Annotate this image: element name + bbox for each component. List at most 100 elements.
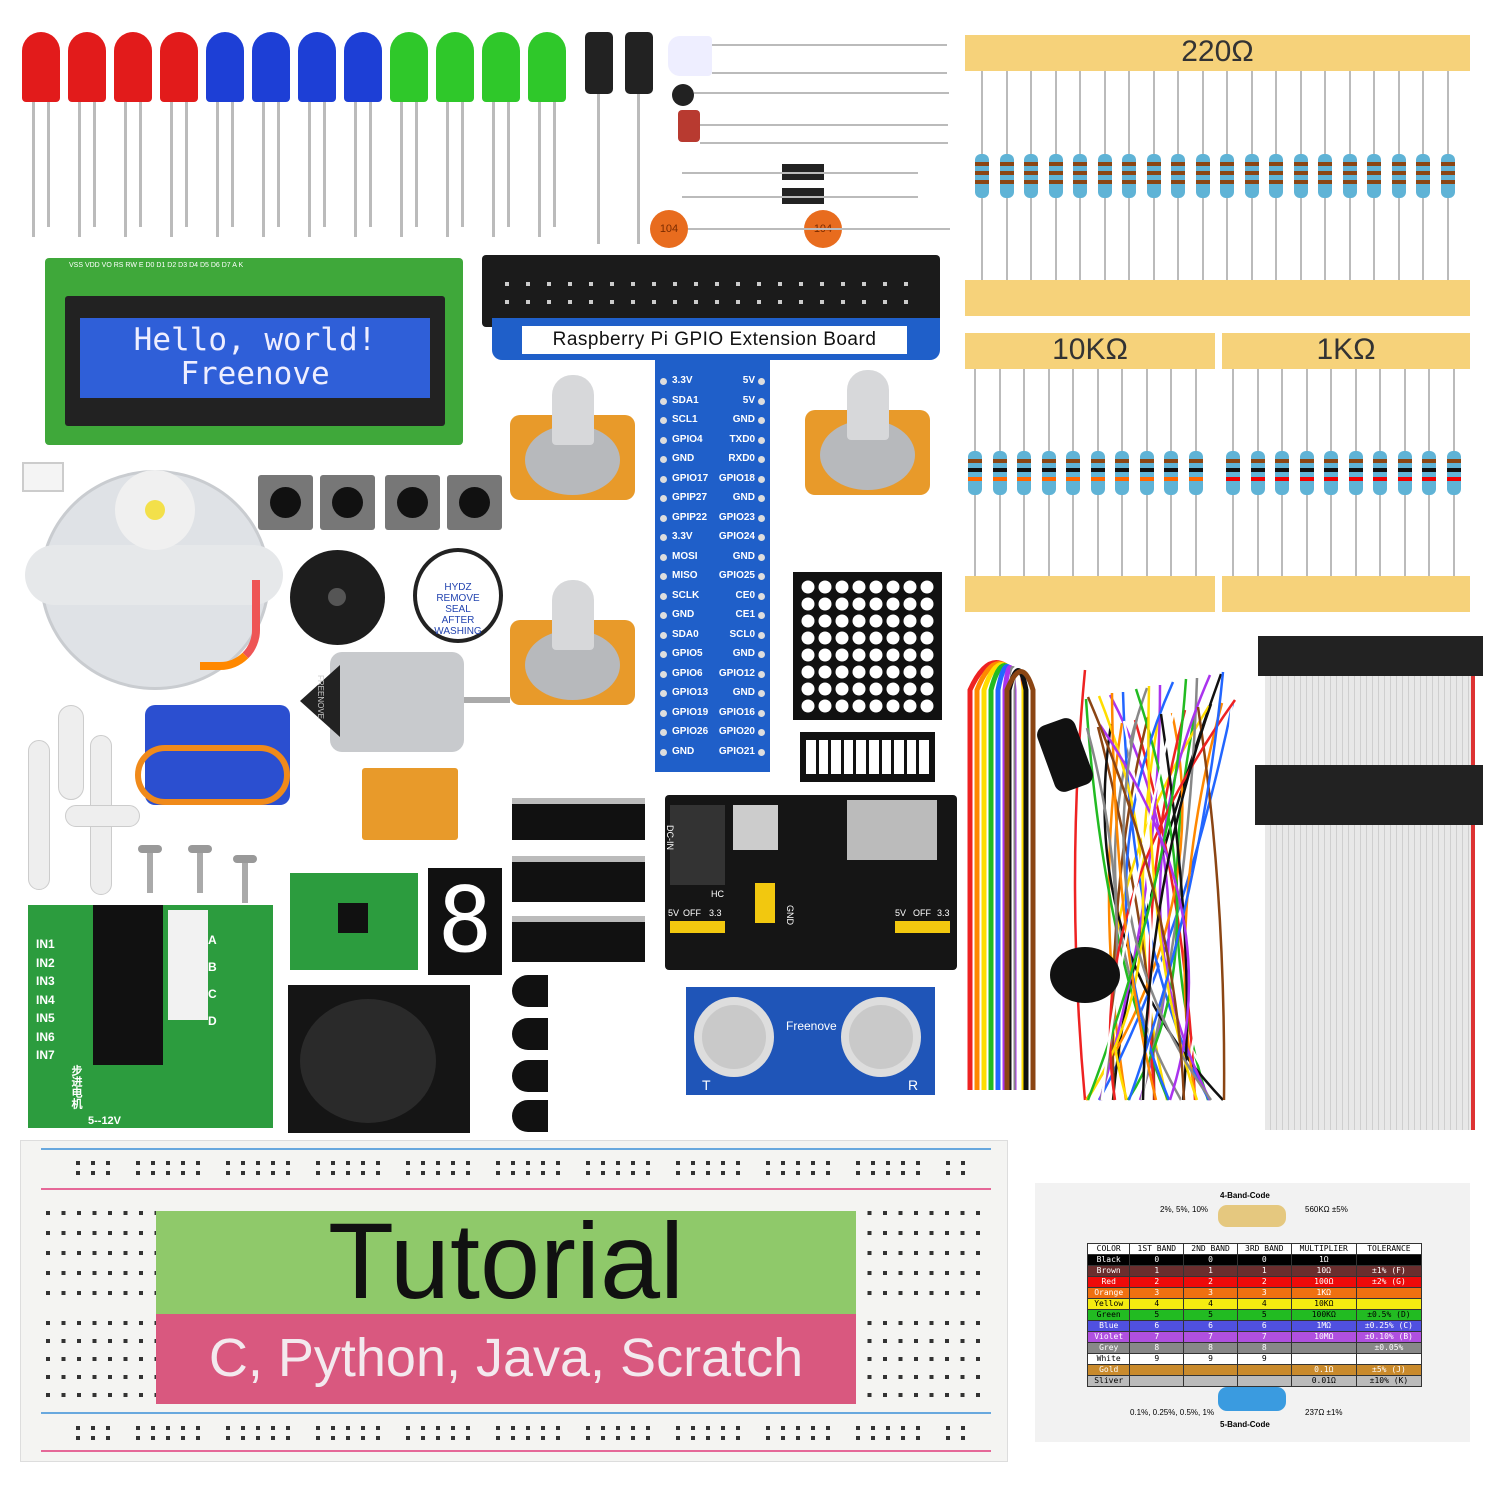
matrix-dot	[869, 597, 883, 611]
gpio-pin-label-left: GPIO4	[672, 433, 703, 445]
matrix-dot	[869, 580, 883, 594]
dc-motor	[330, 652, 464, 752]
pin-hole	[660, 378, 667, 385]
driver-input-label: IN5	[36, 1011, 55, 1025]
ultrasonic-sensor: Freenove T R	[686, 987, 935, 1095]
pin-hole	[660, 690, 667, 697]
ceramic-capacitor: 104	[650, 210, 688, 248]
transistor	[512, 1100, 548, 1132]
led	[482, 32, 520, 102]
pin-hole	[758, 495, 765, 502]
matrix-dot	[801, 648, 815, 662]
gpio-pin-label-left: GPIO5	[672, 648, 703, 659]
resistor	[1090, 450, 1105, 495]
lcd1602-module: VSS VDD VO RS RW E D0 D1 D2 D3 D4 D5 D6 …	[45, 258, 463, 445]
gpio-pin-label-left: MOSI	[672, 550, 698, 562]
active-buzzer: HYDZ REMOVE SEAL AFTER WASHING	[413, 548, 503, 643]
pin-hole	[758, 534, 765, 541]
pin-hole	[660, 534, 667, 541]
matrix-dot	[920, 580, 934, 594]
matrix-dot	[801, 614, 815, 628]
resistor	[968, 450, 982, 495]
pin-hole	[758, 690, 765, 697]
matrix-dot	[920, 665, 934, 679]
matrix-dot	[886, 580, 900, 594]
resistor	[1244, 153, 1259, 198]
pin-hole	[758, 670, 765, 678]
matrix-dot	[835, 614, 849, 628]
gpio-board-title: Raspberry Pi GPIO Extension Board	[522, 326, 907, 354]
led	[344, 32, 382, 102]
matrix-dot	[801, 631, 815, 645]
led	[298, 32, 336, 102]
breadboard-power-module: 5V OFF 3.3 5V OFF 3.3 DC-IN HC GND	[665, 795, 957, 970]
driver-led-label: A	[208, 933, 217, 947]
gpio-pin-label-right: CE0	[735, 589, 755, 601]
gpio-pin-label-right: RXD0	[728, 453, 755, 464]
gpio-pin-label-right: TXD0	[729, 433, 755, 445]
matrix-dot	[818, 648, 832, 662]
pin-hole	[660, 436, 667, 444]
pin-hole	[758, 378, 765, 385]
resistor	[1275, 450, 1289, 495]
resistor	[992, 450, 1007, 495]
gpio-pin-label-left: SDA0	[672, 628, 699, 640]
matrix-dot	[903, 648, 917, 662]
matrix-dot	[852, 699, 866, 713]
gpio-pin-label-left: GPIO19	[672, 706, 709, 718]
matrix-dot	[920, 597, 934, 611]
matrix-dot	[903, 665, 917, 679]
languages-band: C, Python, Java, Scratch	[156, 1314, 856, 1404]
resistor	[1293, 153, 1308, 198]
matrix-dot	[869, 631, 883, 645]
gpio-pin-label-right: GND	[732, 414, 755, 425]
pin-hole	[660, 417, 667, 424]
gpio-pin-label-right: GPIO20	[718, 726, 755, 737]
servo-wires	[135, 745, 290, 805]
matrix-dot	[886, 614, 900, 628]
driver-input-label: IN4	[36, 992, 55, 1007]
matrix-dot	[818, 580, 832, 594]
matrix-dot	[903, 631, 917, 645]
pin-hole	[758, 553, 765, 561]
gpio-pin-label-left: GPIO13	[672, 687, 709, 698]
photoresistor	[678, 110, 700, 142]
matrix-dot	[869, 648, 883, 662]
matrix-dot	[818, 665, 832, 679]
led	[160, 32, 198, 102]
resistor	[1269, 153, 1283, 198]
resistor	[999, 153, 1014, 198]
gpio-pin-label-right: GND	[732, 687, 755, 698]
gpio-pin-label-left: GND	[672, 453, 695, 464]
matrix-dot	[835, 648, 849, 662]
ic-chip	[512, 798, 645, 840]
matrix-dot	[801, 580, 815, 594]
matrix-dot	[903, 699, 917, 713]
matrix-dot	[869, 699, 883, 713]
driver-led-label: D	[208, 1014, 217, 1028]
resistor	[975, 153, 989, 198]
matrix-dot	[801, 597, 815, 611]
driver-input-label: IN7	[36, 1048, 55, 1062]
transistor	[512, 1018, 548, 1050]
electrolytic-capacitor	[585, 32, 613, 94]
gpio-pin-label-left: GND	[672, 609, 695, 620]
resistor	[1318, 153, 1332, 198]
pot-shaft	[552, 580, 594, 650]
resistor	[1073, 153, 1087, 198]
resistor	[1446, 450, 1461, 495]
jumper-wires	[967, 660, 1237, 1101]
resistor	[1017, 450, 1031, 495]
matrix-dot	[886, 597, 900, 611]
matrix-dot	[818, 614, 832, 628]
gpio-pin-label-right: 5V	[742, 375, 755, 386]
matrix-dot	[886, 699, 900, 713]
matrix-dot	[835, 699, 849, 713]
stepper-wires	[200, 580, 260, 670]
gpio-pin-label-left: GPIO6	[672, 667, 703, 679]
